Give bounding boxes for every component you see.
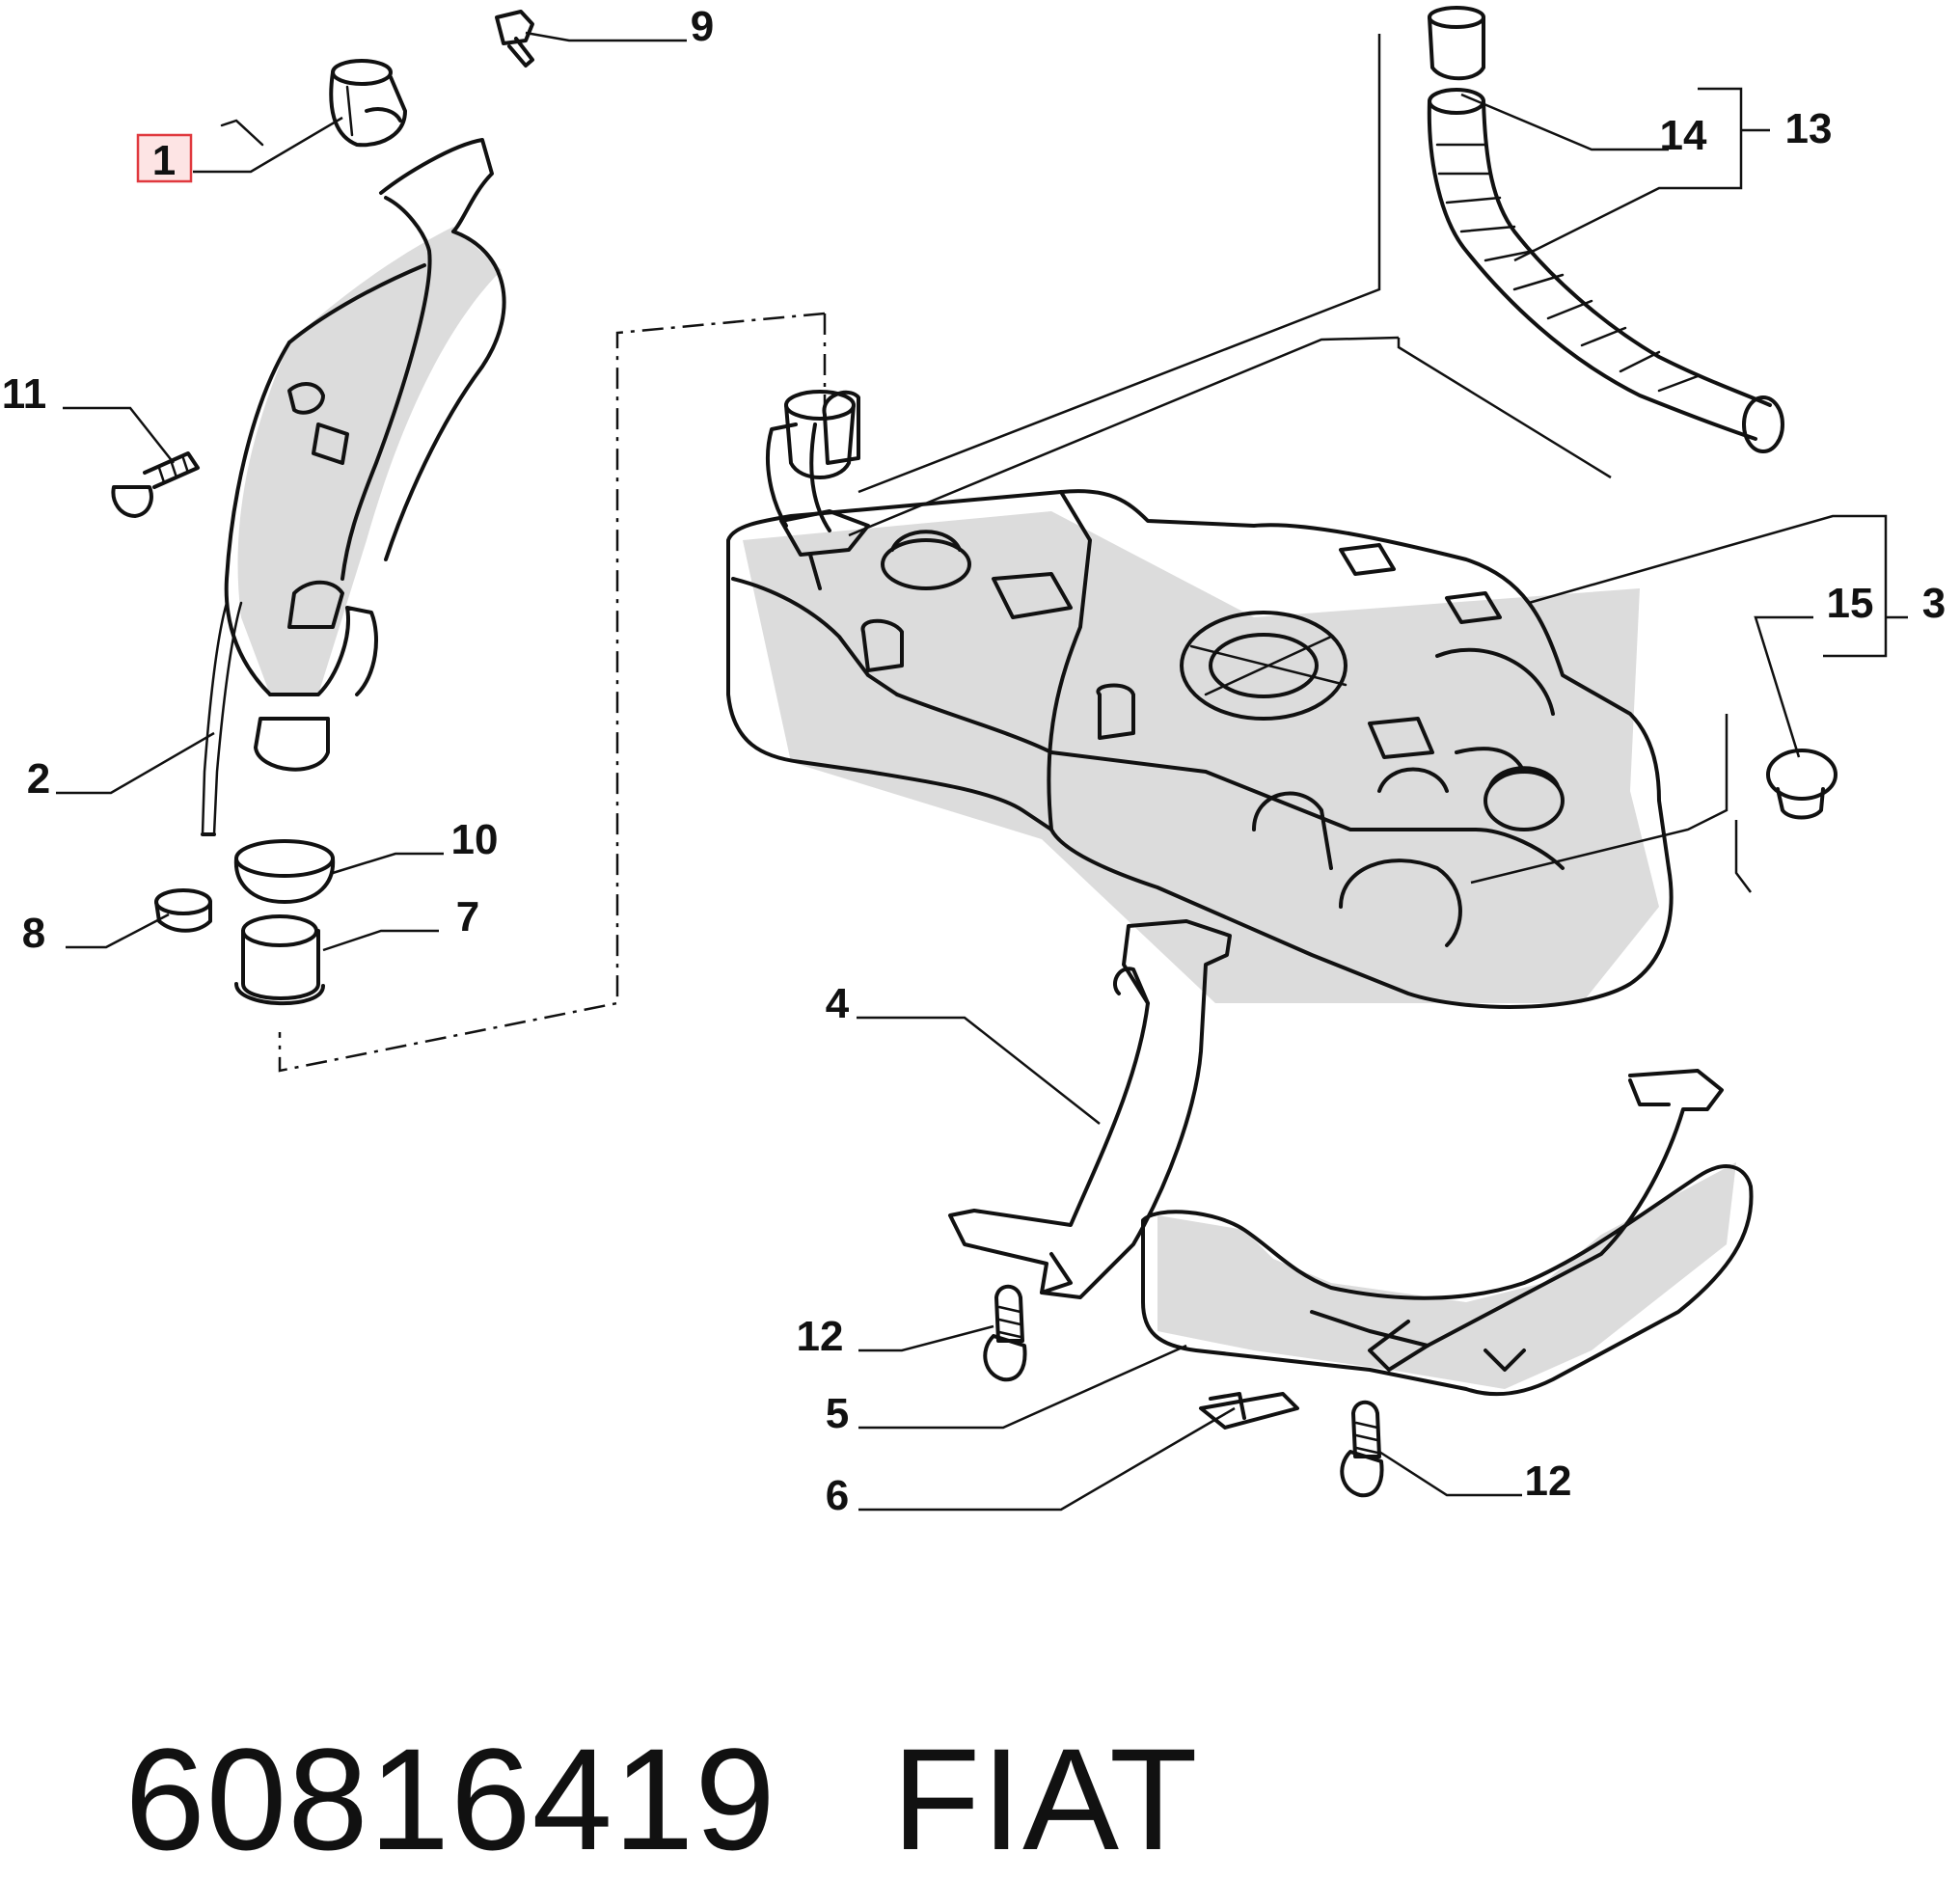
fuel-tank <box>726 390 1674 1009</box>
label-3[interactable]: 3 <box>1922 580 1946 627</box>
screw-9 <box>495 10 534 68</box>
breather-pipe <box>1427 6 1784 453</box>
part-number: 60816419 <box>124 1718 776 1880</box>
bolt-12a <box>983 1284 1027 1382</box>
label-9[interactable]: 9 <box>691 3 714 50</box>
label-7[interactable]: 7 <box>456 893 479 940</box>
grommet-15 <box>1766 749 1838 820</box>
label-11[interactable]: 11 <box>2 370 47 418</box>
bolt-12b <box>1340 1400 1384 1498</box>
label-8[interactable]: 8 <box>22 910 45 957</box>
brand-name: FIAT <box>891 1718 1199 1880</box>
label-4[interactable]: 4 <box>826 980 850 1027</box>
label-12b[interactable]: 12 <box>1525 1458 1572 1505</box>
label-15[interactable]: 15 <box>1827 580 1874 627</box>
label-10[interactable]: 10 <box>451 816 499 863</box>
filler-neck <box>201 119 506 836</box>
label-6[interactable]: 6 <box>826 1472 849 1519</box>
parts-diagram: 1 2 3 4 5 6 7 8 9 10 11 12 12 13 14 15 <box>2 3 1946 1519</box>
clamp-8 <box>154 888 212 933</box>
label-1[interactable]: 1 <box>152 137 176 184</box>
label-13[interactable]: 13 <box>1785 105 1833 152</box>
heat-shield-5 <box>1141 1069 1754 1397</box>
strap-4 <box>948 919 1232 1299</box>
dashed-outline <box>278 312 826 1073</box>
fuel-cap <box>329 59 407 148</box>
leader-lines <box>56 31 1908 1512</box>
callout-labels: 1 2 3 4 5 6 7 8 9 10 11 12 12 13 14 15 <box>2 3 1946 1519</box>
sleeve-7 <box>234 914 325 1006</box>
highlight-box-1 <box>136 133 193 183</box>
screw-11 <box>111 451 200 518</box>
label-14[interactable]: 14 <box>1660 112 1707 159</box>
clip-6 <box>1199 1392 1299 1430</box>
label-2[interactable]: 2 <box>27 755 50 803</box>
ring-10 <box>233 839 336 904</box>
label-5[interactable]: 5 <box>826 1390 849 1437</box>
label-12a[interactable]: 12 <box>797 1313 844 1360</box>
